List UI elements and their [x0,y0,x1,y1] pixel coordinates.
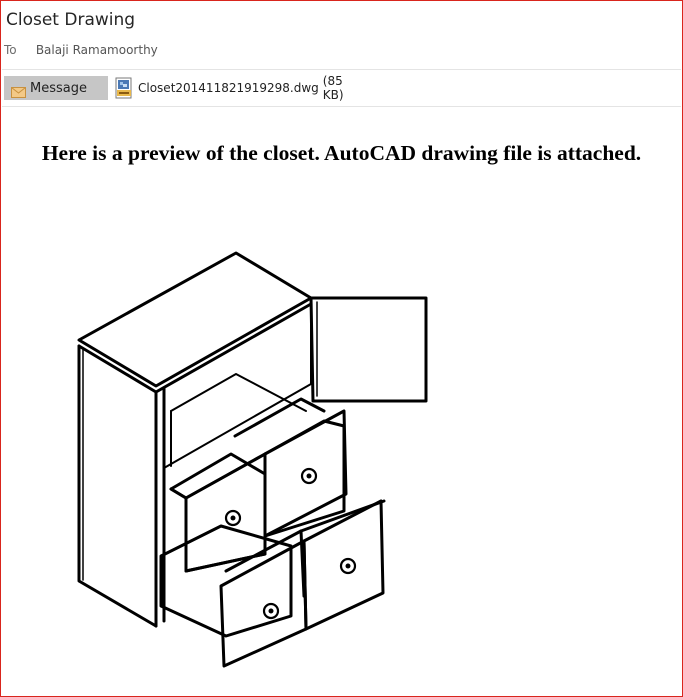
message-tab-label: Message [30,80,87,96]
header-divider [2,69,681,70]
attachment-filename: Closet201411821919298.dwg [138,81,319,95]
attachment-size: (85 KB) [322,74,344,102]
email-subject: Closet Drawing [6,10,136,30]
to-label: To [4,43,17,57]
body-headline: Here is a preview of the closet. AutoCAD… [41,141,642,165]
message-tab[interactable]: Message [4,76,108,100]
body-divider [2,106,681,107]
recipient-name[interactable]: Balaji Ramamoorthy [35,43,158,57]
closet-drawing-image [61,236,441,680]
envelope-icon [11,83,26,98]
attachment-item[interactable]: Closet201411821919298.dwg (85 KB) [115,74,344,102]
recipient-row: To Balaji Ramamoorthy [4,43,158,57]
dwg-file-icon [115,77,133,99]
